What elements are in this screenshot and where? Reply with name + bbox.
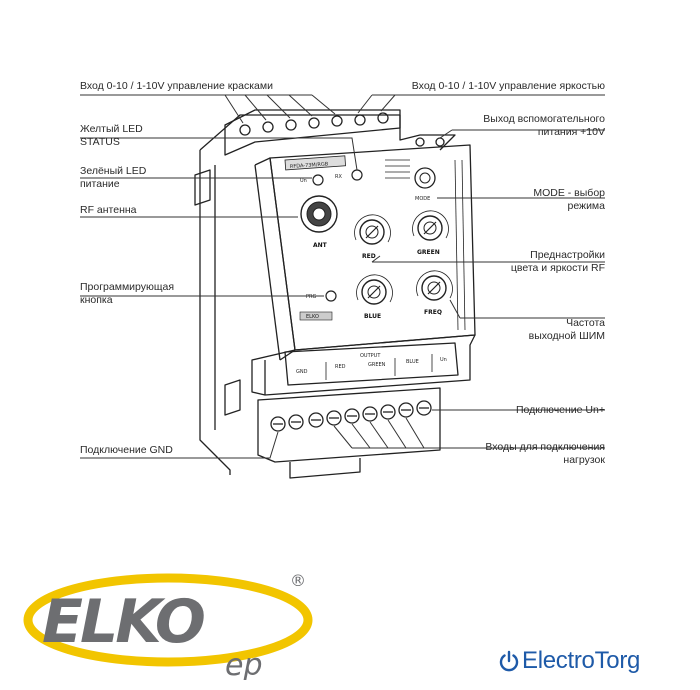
top-terminal-block (224, 109, 401, 156)
output-strip (284, 342, 459, 386)
housing-left-edge (199, 150, 231, 475)
knob-blue-label: BLUE (364, 313, 381, 320)
bottom-terminals (270, 400, 432, 432)
label-load-inputs: Входы для подключения нагрузок (485, 441, 605, 466)
label-presets: Преднастройки цвета и яркости RF (510, 249, 605, 274)
elko-logo: ELKO ep ® (23, 571, 313, 680)
label-pwm-freq: Частота выходной ШИМ (528, 317, 605, 342)
led-rx-label: RX (335, 174, 342, 180)
label-aux-supply: Выход вспомогательного питания +10V (483, 113, 605, 138)
output-red-label: RED (335, 364, 346, 370)
prog-button (325, 290, 337, 302)
model-text: RFDA-73M/RGB (290, 161, 329, 170)
din-clip-bottom (224, 379, 241, 416)
side-print (454, 159, 466, 331)
output-caption: OUTPUT (360, 353, 381, 359)
led-un-label: Un (300, 178, 307, 184)
lower-step (251, 334, 476, 396)
knob-red (354, 214, 391, 245)
site-brand-text: ElectroTorg (522, 647, 641, 674)
label-color-input: Вход 0-10 / 1-10V управление красками (80, 80, 273, 92)
prog-button-label: PRG (306, 294, 316, 300)
label-rf-antenna: RF антенна (80, 204, 137, 216)
site-brand: ElectroTorg (498, 644, 640, 678)
front-brand-text: ELKO (306, 314, 319, 320)
mode-scale (385, 159, 410, 179)
bottom-terminal-block (257, 387, 441, 463)
front-panel-side (254, 157, 296, 361)
leader-lines (80, 94, 605, 459)
din-clip-top (194, 169, 211, 206)
housing-top-back (199, 114, 456, 151)
bottom-clip (289, 458, 361, 479)
label-gnd: Подключение GND (80, 444, 173, 456)
knob-green (412, 210, 449, 241)
label-prog-button: Программирующая кнопка (80, 281, 175, 306)
output-un-label: Un (440, 357, 447, 363)
front-brand-strip (299, 311, 333, 321)
knob-red-label: RED (362, 253, 376, 260)
mode-knob-label: MODE (415, 196, 430, 202)
logo-suffix: ep (225, 648, 263, 680)
led-rx (351, 169, 363, 181)
mode-knob (414, 167, 436, 189)
knob-green-label: GREEN (417, 249, 440, 256)
logo-ellipse (23, 573, 313, 667)
knob-freq-label: FREQ (424, 309, 442, 316)
label-mode: MODE - выбор режима (533, 187, 605, 212)
logo-registered: ® (290, 571, 306, 590)
knob-blue (356, 274, 393, 305)
output-blue-label: BLUE (406, 359, 419, 365)
output-green-label: GREEN (368, 362, 386, 368)
model-strip (284, 155, 346, 171)
logo-text: ELKO (42, 587, 204, 657)
output-gnd-label: GND (296, 369, 308, 375)
label-yellow-led: Желтый LED STATUS (80, 123, 143, 148)
antenna-label: ANT (313, 242, 328, 249)
label-brightness-input: Вход 0-10 / 1-10V управление яркостью (411, 80, 605, 92)
led-un (312, 174, 324, 186)
power-icon (499, 650, 519, 672)
front-panel-side-edge (254, 164, 281, 361)
label-green-led: Зелёный LED питание (80, 165, 147, 190)
label-un-plus: Подключение Un+ (515, 404, 605, 416)
knob-freq (416, 270, 453, 301)
